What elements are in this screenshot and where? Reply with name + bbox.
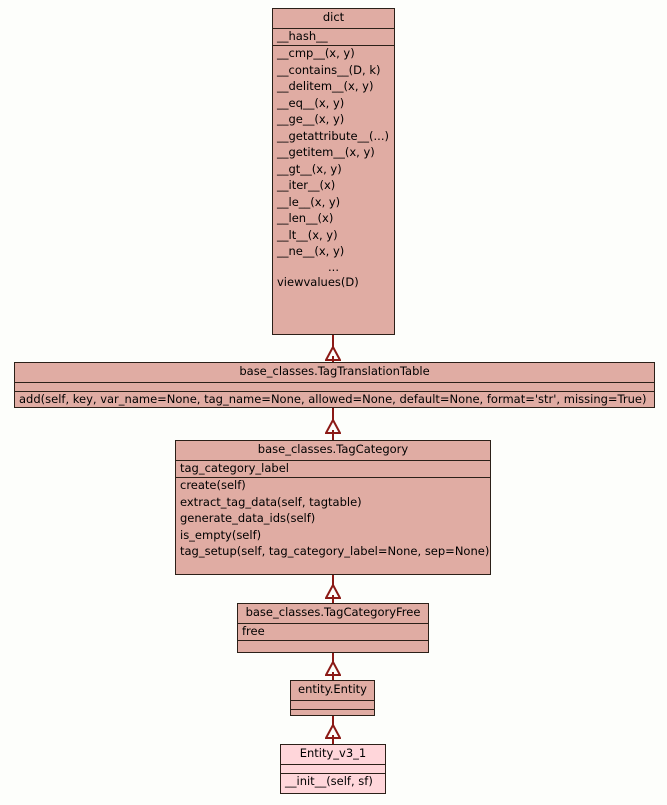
- inheritance-edge-line: [332, 672, 334, 680]
- method-row: __iter__(x): [277, 178, 336, 192]
- class-box-entityv31[interactable]: Entity_v3_1 __init__(self, sf): [280, 744, 386, 794]
- method-row: __init__(self, sf): [285, 773, 373, 788]
- class-name-compartment: base_classes.TagCategoryFree: [238, 604, 428, 624]
- method-row: __eq__(x, y): [277, 95, 345, 110]
- class-box-tagcategory[interactable]: base_classes.TagCategory tag_category_la…: [175, 440, 491, 575]
- attributes-compartment: __hash__: [273, 28, 394, 46]
- method-row-ellipsis: ...: [328, 260, 339, 274]
- class-name-compartment: base_classes.TagCategory: [176, 441, 490, 461]
- method-row: __le__(x, y): [277, 194, 341, 209]
- class-title-tagcategoryfree: base_classes.TagCategoryFree: [245, 605, 421, 619]
- inheritance-edge-line: [332, 575, 334, 586]
- method-row: __delitem__(x, y): [277, 79, 374, 93]
- method-row: extract_tag_data(self, tagtable): [180, 494, 362, 509]
- method-row: __getitem__(x, y): [277, 145, 375, 159]
- attribute-row: free: [242, 623, 265, 638]
- class-box-dict[interactable]: dict __hash__ __cmp__(x, y) __contains__…: [272, 8, 395, 335]
- class-box-tagcategoryfree[interactable]: base_classes.TagCategoryFree free: [237, 603, 429, 653]
- method-row: add(self, key, var_name=None, tag_name=N…: [19, 391, 647, 406]
- methods-compartment: __cmp__(x, y) __contains__(D, k) __delit…: [273, 46, 394, 292]
- class-title-dict: dict: [322, 10, 345, 24]
- class-title-tagtranslationtable: base_classes.TagTranslationTable: [239, 364, 430, 378]
- inheritance-edge-line: [332, 335, 334, 349]
- method-row: create(self): [180, 478, 246, 492]
- method-row: viewvalues(D): [277, 275, 359, 289]
- methods-compartment: __init__(self, sf): [281, 774, 385, 791]
- attributes-compartment: tag_category_label: [176, 460, 490, 478]
- class-name-compartment: base_classes.TagTranslationTable: [15, 363, 654, 383]
- class-title-entityv31: Entity_v3_1: [299, 746, 367, 760]
- class-title-entity: entity.Entity: [298, 682, 367, 696]
- inheritance-edge-line: [332, 595, 334, 603]
- inheritance-edge-line: [332, 408, 334, 422]
- attribute-row: tag_category_label: [180, 460, 289, 475]
- inheritance-edge-line: [332, 716, 334, 726]
- class-title-tagcategory: base_classes.TagCategory: [257, 442, 409, 456]
- inheritance-edge-line: [332, 735, 334, 744]
- method-row: tag_setup(self, tag_category_label=None,…: [180, 544, 490, 558]
- method-row: __lt__(x, y): [277, 227, 338, 242]
- method-row: __ne__(x, y): [277, 244, 345, 258]
- inheritance-edge-line: [332, 430, 334, 440]
- method-row: __gt__(x, y): [277, 161, 342, 176]
- class-name-compartment: entity.Entity: [291, 681, 374, 701]
- class-box-entity[interactable]: entity.Entity: [290, 680, 375, 716]
- method-row: __ge__(x, y): [277, 112, 345, 126]
- class-name-compartment: dict: [273, 9, 394, 29]
- class-box-tagtranslationtable[interactable]: base_classes.TagTranslationTable add(sel…: [14, 362, 655, 408]
- methods-compartment: add(self, key, var_name=None, tag_name=N…: [15, 392, 654, 409]
- method-row: __getattribute__(...): [277, 128, 389, 143]
- method-row: __len__(x): [277, 211, 334, 225]
- attributes-compartment-empty: [15, 383, 654, 392]
- method-row: generate_data_ids(self): [180, 511, 316, 525]
- method-row: __cmp__(x, y): [277, 46, 355, 60]
- method-row: __contains__(D, k): [277, 62, 381, 77]
- class-name-compartment: Entity_v3_1: [281, 745, 385, 765]
- attribute-row: __hash__: [277, 28, 328, 43]
- methods-compartment: create(self) extract_tag_data(self, tagt…: [176, 478, 490, 561]
- inheritance-edge-line: [332, 653, 334, 663]
- attributes-compartment-empty: [291, 701, 374, 710]
- method-row: is_empty(self): [180, 527, 262, 542]
- attributes-compartment: free: [238, 623, 428, 641]
- attributes-compartment-empty: [281, 765, 385, 774]
- methods-compartment-empty: [238, 641, 428, 650]
- inheritance-edge-line: [332, 356, 334, 363]
